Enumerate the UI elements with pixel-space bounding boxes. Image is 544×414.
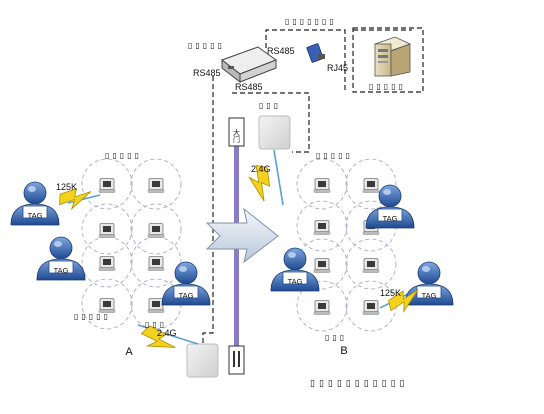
tag-label-a2: TAG xyxy=(54,266,69,275)
freq-24g-bottom-label: 2.4G xyxy=(157,328,177,338)
gate-label: 大门 xyxy=(233,128,241,144)
zone-b-caption: ▯▯▯▯▯ xyxy=(316,151,353,160)
reader-top xyxy=(258,115,291,150)
zone-a xyxy=(81,158,182,330)
reader-bottom xyxy=(186,343,219,378)
zone-b-label: B xyxy=(340,345,347,357)
footer-caption: ▯▯▯▯▯▯▯▯▯▯▯ xyxy=(310,378,408,388)
reader-a-caption: ▯▯▯ xyxy=(145,320,167,329)
tag-label-b1: TAG xyxy=(383,214,398,223)
freq-125k-b-label: 125K xyxy=(380,288,401,298)
zone-b xyxy=(296,158,397,332)
hub-to-bottom-reader-line xyxy=(202,76,214,345)
freq-125k-a-label: 125K xyxy=(56,182,77,192)
tag-label-a1: TAG xyxy=(28,211,43,220)
server-icon xyxy=(373,36,412,77)
zone-b-bottom-caption: ▯▯▯ xyxy=(325,333,347,342)
hub-to-top-reader-line xyxy=(232,92,310,153)
reader-top-caption: ▯▯▯ xyxy=(259,101,281,110)
rs485-left-label: RS485 xyxy=(193,68,221,78)
transfer-arrow xyxy=(205,207,279,264)
tag-label-b3: TAG xyxy=(422,291,437,300)
rj45-label: RJ45 xyxy=(327,63,348,73)
network-wiring xyxy=(202,29,412,345)
rs485-hub xyxy=(220,46,278,84)
hub-to-converter-line xyxy=(265,29,346,90)
protocol-converter xyxy=(306,43,325,63)
gate-post-bottom xyxy=(228,345,245,375)
gate-post-top xyxy=(228,117,245,147)
freq-24g-top-label: 2.4G xyxy=(251,164,271,174)
zone-a-label: A xyxy=(125,346,133,358)
zone-a-bottom-caption: ▯▯▯▯▯ xyxy=(74,312,111,321)
converter-caption: ▯▯▯▯▯▯▯ xyxy=(285,17,337,26)
rs485-bottom-label: RS485 xyxy=(235,82,263,92)
zone-a-caption: ▯▯▯▯▯ xyxy=(105,151,142,160)
rs485-top-label: RS485 xyxy=(267,46,295,56)
server-dashed-box xyxy=(352,27,424,93)
tag-label-b2: TAG xyxy=(288,277,303,286)
server-caption: ▯▯▯▯▯ xyxy=(369,82,406,91)
hub-caption: ▯▯▯▯▯ xyxy=(188,41,225,50)
tag-label-a3: TAG xyxy=(179,291,194,300)
